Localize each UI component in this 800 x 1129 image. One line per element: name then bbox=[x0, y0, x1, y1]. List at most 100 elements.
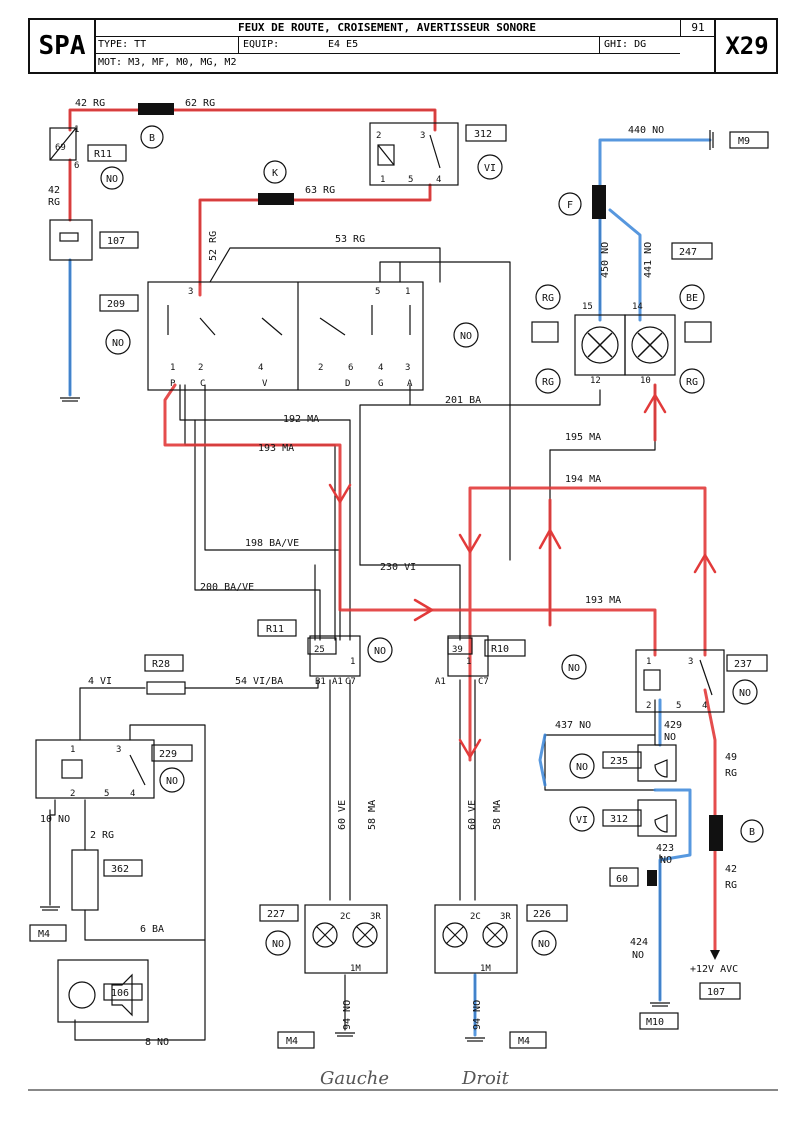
label-227: 227 bbox=[267, 909, 285, 920]
component-362-box bbox=[71, 849, 99, 911]
tag-rg-2: RG bbox=[542, 377, 554, 388]
tag-no-209: NO bbox=[112, 338, 124, 349]
tag-b-bottom: B bbox=[749, 827, 755, 838]
component-107-box bbox=[49, 219, 93, 261]
switch-209-box bbox=[147, 281, 424, 391]
pin-label: A1 bbox=[435, 677, 446, 687]
tag-no-227: NO bbox=[272, 939, 284, 950]
tag-vi-312: VI bbox=[576, 815, 588, 826]
pin-label: A1 bbox=[332, 677, 343, 687]
pin-label: 2C bbox=[340, 912, 351, 922]
pin-label: 12 bbox=[590, 376, 601, 386]
fuse-r11-box bbox=[309, 635, 361, 677]
wire-429no: 429 bbox=[664, 720, 682, 731]
label-107b: 107 bbox=[707, 987, 725, 998]
wire-labels: 42 RG 62 RG 42 RG 63 RG 52 RG 53 RG 440 … bbox=[40, 98, 738, 1048]
label-312a: 312 bbox=[474, 129, 492, 140]
pin-label: P bbox=[170, 379, 176, 389]
wire-8no: 8 NO bbox=[145, 1037, 169, 1048]
ground-symbols bbox=[40, 130, 714, 1042]
component-labels: 312 107 209 247 M9 237 R11 R10 R28 229 3… bbox=[38, 129, 752, 1047]
wire-193ma-b: 193 MA bbox=[585, 595, 621, 606]
tag-circles bbox=[100, 125, 764, 956]
wire-49rg2: RG bbox=[725, 768, 737, 779]
pin-label: 1 bbox=[646, 657, 651, 667]
pin-label: 3R bbox=[370, 912, 381, 922]
tag-rg-3: RG bbox=[686, 377, 698, 388]
relay-312-box bbox=[369, 122, 459, 186]
wire-42rg-v: 42 bbox=[48, 185, 60, 196]
pin-label: 2C bbox=[470, 912, 481, 922]
label-12v: +12V AVC bbox=[690, 964, 738, 975]
tag-vi-1: VI bbox=[484, 163, 496, 174]
label-107a: 107 bbox=[107, 236, 125, 247]
pin-label: 6 bbox=[348, 363, 353, 373]
tag-f: F bbox=[567, 200, 573, 211]
relay-229-box bbox=[35, 739, 155, 799]
pin-label: 2 bbox=[198, 363, 203, 373]
wire-450no: 450 NO bbox=[600, 242, 611, 278]
pin-label: 1M bbox=[480, 964, 491, 974]
tag-no-229: NO bbox=[166, 776, 178, 787]
label-m4b: M4 bbox=[286, 1036, 298, 1047]
wire-200: 200 BA/VE bbox=[200, 582, 254, 593]
wire-6ba: 6 BA bbox=[140, 924, 164, 935]
pin-label: C bbox=[200, 379, 205, 389]
fuse-r10-box bbox=[447, 635, 489, 677]
label-m10: M10 bbox=[646, 1017, 664, 1028]
tag-no-1: NO bbox=[106, 174, 118, 185]
pin-label: 4 bbox=[702, 701, 707, 711]
headlamp-227-box bbox=[304, 904, 388, 974]
label-60: 60 bbox=[616, 874, 628, 885]
mot-row: MOT: M3, MF, M0, MG, M2 bbox=[94, 54, 680, 71]
pin-label: 1 bbox=[350, 657, 355, 667]
label-r28: R28 bbox=[152, 659, 170, 670]
mot-label: MOT: M3, MF, M0, MG, M2 bbox=[98, 57, 237, 68]
pin-label: 3R bbox=[500, 912, 511, 922]
label-r11a: R11 bbox=[94, 149, 112, 160]
title-block: SPA FEUX DE ROUTE, CROISEMENT, AVERTISSE… bbox=[28, 18, 778, 74]
tag-be: BE bbox=[686, 293, 698, 304]
wire-2rg: 2 RG bbox=[90, 830, 114, 841]
label-boxes bbox=[29, 124, 769, 1049]
pin-label: C7 bbox=[345, 677, 356, 687]
pin-label: 1 bbox=[466, 657, 471, 667]
tag-no-r11: NO bbox=[374, 646, 386, 657]
wire-441no: 441 NO bbox=[643, 242, 654, 278]
tag-rg-1: RG bbox=[542, 293, 554, 304]
label-m4a: M4 bbox=[38, 929, 50, 940]
current-arrows bbox=[328, 393, 717, 759]
wire-194ma: 194 MA bbox=[565, 474, 601, 485]
wire-201ba: 201 BA bbox=[445, 395, 481, 406]
label-229: 229 bbox=[159, 749, 177, 760]
tag-b-top: B bbox=[149, 133, 155, 144]
label-226: 226 bbox=[533, 909, 551, 920]
tag-no-237: NO bbox=[739, 688, 751, 699]
pin-label: 5 bbox=[408, 175, 413, 185]
label-m4c: M4 bbox=[518, 1036, 530, 1047]
pin-label: 1 bbox=[74, 125, 79, 135]
wire-423no: 423 bbox=[656, 843, 674, 854]
wire-193ma: 193 MA bbox=[258, 443, 294, 454]
note-gauche: Gauche bbox=[320, 1068, 389, 1089]
pin-label: G bbox=[378, 379, 383, 389]
wire-54: 54 VI/BA bbox=[235, 676, 283, 687]
lamp-441-box bbox=[624, 314, 676, 376]
handwritten-notes: Gauche Droit bbox=[320, 1068, 510, 1089]
pin-label: 4 bbox=[378, 363, 383, 373]
pin-label: 3 bbox=[688, 657, 693, 667]
wire-437no: 437 NO bbox=[555, 720, 591, 731]
wire-4vi: 4 VI bbox=[88, 676, 112, 687]
pin-label: 1M bbox=[350, 964, 361, 974]
pin-label: 1 bbox=[405, 287, 410, 297]
diagram-code: X29 bbox=[714, 20, 778, 72]
label-235: 235 bbox=[610, 756, 628, 767]
pin-label: 3 bbox=[405, 363, 410, 373]
pin-label: 1 bbox=[70, 745, 75, 755]
label-r11b: R11 bbox=[266, 624, 284, 635]
wire-52rg: 52 RG bbox=[208, 231, 219, 261]
pin-label: 14 bbox=[632, 302, 643, 312]
label-106: 106 bbox=[111, 988, 129, 999]
fuse-69-box bbox=[49, 127, 77, 161]
